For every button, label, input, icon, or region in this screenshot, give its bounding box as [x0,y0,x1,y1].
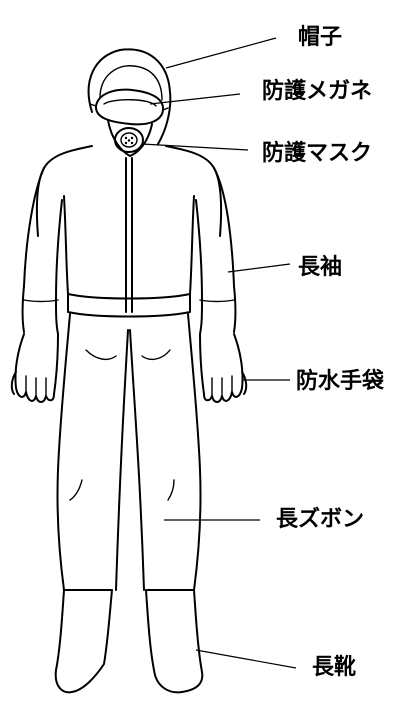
label-sleeves: 長袖 [298,254,342,280]
left-sleeve [21,167,63,335]
right-sleeve [195,167,237,335]
zipper [125,157,133,313]
hood-inner-face [99,65,163,101]
right-boot [145,589,204,694]
label-boots: 長靴 [312,654,356,680]
right-glove [199,333,248,403]
pants [56,313,202,591]
left-glove [10,333,59,403]
hat-leader [165,37,277,69]
mask-leader [141,143,249,151]
label-gloves: 防水手袋 [296,368,385,394]
label-mask: 防護マスク [262,140,372,166]
label-hat: 帽子 [298,24,342,50]
goggles-drawing [89,88,169,126]
label-pants: 長ズボン [276,506,364,532]
sleeves-leader [227,263,291,273]
goggles-leader [149,93,241,105]
figure-illustration [10,48,248,694]
left-boot [54,589,113,694]
hood-outline [87,48,172,145]
label-goggles: 防護メガネ [262,78,372,104]
respirator-drawing [107,119,153,157]
boots-leader [195,649,297,669]
jacket-hem [67,293,191,318]
